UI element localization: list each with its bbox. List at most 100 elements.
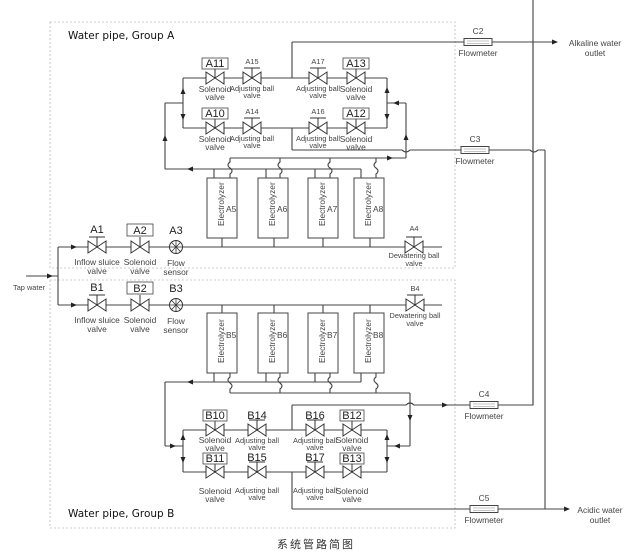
svg-text:valve: valve [130, 324, 150, 334]
outlet-arrow-icon [552, 39, 558, 45]
svg-text:Solenoid: Solenoid [124, 315, 157, 325]
valve-a13[interactable]: A13 Solenoid valve [340, 57, 373, 102]
electrolyzer-b7[interactable]: Electrolyzer B7 [307, 305, 339, 374]
svg-text:B1: B1 [90, 282, 103, 294]
svg-text:Electrolyzer: Electrolyzer [317, 319, 327, 363]
svg-text:Adjusting ball: Adjusting ball [293, 486, 337, 495]
valve-b11[interactable]: B11 Solenoid valve [199, 452, 232, 504]
svg-text:Inflow sluice: Inflow sluice [74, 315, 120, 325]
valve-b17[interactable]: B17 Adjusting ball valve [293, 452, 337, 502]
svg-text:Flow: Flow [167, 316, 186, 326]
svg-text:outlet: outlet [590, 515, 611, 525]
svg-text:C2: C2 [473, 26, 484, 36]
electrolyzer-b6[interactable]: Electrolyzer B6 [257, 305, 289, 374]
svg-text:B7: B7 [327, 330, 338, 340]
svg-text:Alkaline water: Alkaline water [569, 38, 621, 48]
svg-text:Flowmeter: Flowmeter [464, 411, 503, 421]
svg-text:C5: C5 [479, 493, 490, 503]
valve-a1[interactable]: A1 Inflow sluice valve [74, 224, 120, 276]
svg-text:Electrolyzer: Electrolyzer [363, 319, 373, 363]
svg-text:A17: A17 [311, 57, 324, 66]
svg-text:Flowmeter: Flowmeter [455, 156, 494, 166]
group-a-box [49, 21, 456, 269]
dewatering-valve-a4[interactable]: A4 Dewatering ball valve [389, 224, 440, 268]
svg-text:B11: B11 [206, 453, 225, 465]
svg-text:B14: B14 [247, 410, 267, 422]
svg-text:A11: A11 [206, 58, 225, 70]
dewatering-valve-a4-id: A4 [409, 224, 418, 233]
svg-text:A10: A10 [205, 108, 225, 120]
svg-text:Adjusting ball: Adjusting ball [230, 134, 274, 143]
electrolyzer-b8[interactable]: Electrolyzer B8 [353, 305, 385, 374]
svg-text:B3: B3 [169, 283, 182, 295]
svg-text:Acidic water: Acidic water [577, 505, 622, 515]
flowmeter-c2[interactable]: C2 Flowmeter [458, 26, 497, 58]
inlet-section: Tap water [13, 244, 78, 308]
group-b-manifold: B10 Solenoid valve B14 Adjusting ball va… [164, 0, 560, 510]
valve-b16[interactable]: B16 Adjusting ball valve [293, 410, 337, 452]
svg-text:Solenoid: Solenoid [340, 84, 373, 94]
svg-text:B15: B15 [247, 452, 267, 464]
valve-a11[interactable]: A11 Solenoid valve [199, 57, 232, 102]
svg-text:Adjusting ball: Adjusting ball [296, 134, 340, 143]
electrolyzer-b5[interactable]: Electrolyzer B5 [206, 305, 238, 374]
svg-text:A12: A12 [346, 108, 366, 120]
svg-text:Adjusting ball: Adjusting ball [293, 436, 337, 445]
svg-text:valve: valve [346, 92, 366, 102]
valve-a15[interactable]: A15 Adjusting ball valve [230, 57, 274, 100]
group-b-title: Water pipe, Group B [68, 508, 174, 520]
valve-a12[interactable]: A12 Solenoid valve [340, 107, 373, 152]
valve-b10[interactable]: B10 Solenoid valve [199, 409, 232, 453]
svg-text:valve: valve [243, 91, 260, 100]
svg-text:valve: valve [309, 91, 326, 100]
svg-text:A8: A8 [373, 204, 384, 214]
flow-sensor-a3-id: A3 [169, 225, 182, 237]
svg-text:Adjusting ball: Adjusting ball [235, 436, 279, 445]
electrolyzer-a8[interactable]: Electrolyzer A8 [353, 177, 385, 247]
svg-text:valve: valve [248, 493, 265, 502]
valve-b15[interactable]: B15 Adjusting ball valve [235, 452, 279, 502]
svg-text:B17: B17 [305, 452, 325, 464]
svg-text:Solenoid: Solenoid [199, 486, 232, 496]
acidic-outlet: Acidic water outlet [545, 505, 623, 525]
flow-sensor-b3[interactable]: B3 Flow sensor [163, 283, 188, 335]
valve-b14[interactable]: B14 Adjusting ball valve [235, 410, 279, 452]
svg-text:B2: B2 [133, 283, 146, 295]
valve-b13[interactable]: B13 Solenoid valve [336, 452, 369, 504]
svg-text:valve: valve [405, 259, 422, 268]
svg-text:Electrolyzer: Electrolyzer [267, 182, 277, 226]
electrolyzer-a6[interactable]: Electrolyzer A6 [257, 177, 289, 247]
flowmeter-c5[interactable]: C5 Flowmeter [464, 493, 503, 525]
valve-b1[interactable]: B1 Inflow sluice valve [74, 282, 120, 334]
flow-sensor-a3[interactable]: A3 Flow sensor [163, 225, 188, 277]
valve-a17[interactable]: A17 Adjusting ball valve [296, 57, 340, 100]
svg-text:Electrolyzer: Electrolyzer [267, 319, 277, 363]
svg-text:Electrolyzer: Electrolyzer [216, 319, 226, 363]
flowmeter-c3[interactable]: C3 Flowmeter [455, 134, 494, 166]
svg-text:C4: C4 [479, 389, 490, 399]
svg-text:sensor: sensor [163, 267, 188, 277]
valve-a10[interactable]: A10 Solenoid valve [199, 107, 232, 152]
svg-text:Flowmeter: Flowmeter [464, 515, 503, 525]
svg-text:valve: valve [342, 494, 362, 504]
valve-b12[interactable]: B12 Solenoid valve [336, 409, 369, 453]
flowmeter-c4[interactable]: C4 Flowmeter [464, 389, 503, 421]
svg-text:valve: valve [130, 266, 150, 276]
electrolyzer-a7[interactable]: Electrolyzer A7 [307, 177, 339, 247]
alkaline-outlet: Alkaline water outlet [533, 38, 621, 58]
valve-a16[interactable]: A16 Adjusting ball valve [296, 107, 340, 150]
valve-a2[interactable]: A2 Solenoid valve [124, 223, 157, 276]
dewatering-valve-b4[interactable]: B4 Dewatering ball valve [390, 284, 441, 328]
svg-text:valve: valve [205, 494, 225, 504]
svg-text:Flowmeter: Flowmeter [458, 48, 497, 58]
svg-text:A7: A7 [327, 204, 338, 214]
svg-text:B12: B12 [342, 410, 362, 422]
svg-text:Solenoid: Solenoid [336, 435, 369, 445]
svg-text:Adjusting ball: Adjusting ball [230, 84, 274, 93]
svg-text:B13: B13 [342, 453, 362, 465]
valve-a14[interactable]: A14 Adjusting ball valve [230, 107, 274, 150]
electrolyzer-a5[interactable]: Electrolyzer A5 [206, 177, 238, 247]
svg-text:Solenoid: Solenoid [199, 84, 232, 94]
svg-text:Electrolyzer: Electrolyzer [216, 182, 226, 226]
valve-b2[interactable]: B2 Solenoid valve [124, 281, 157, 334]
